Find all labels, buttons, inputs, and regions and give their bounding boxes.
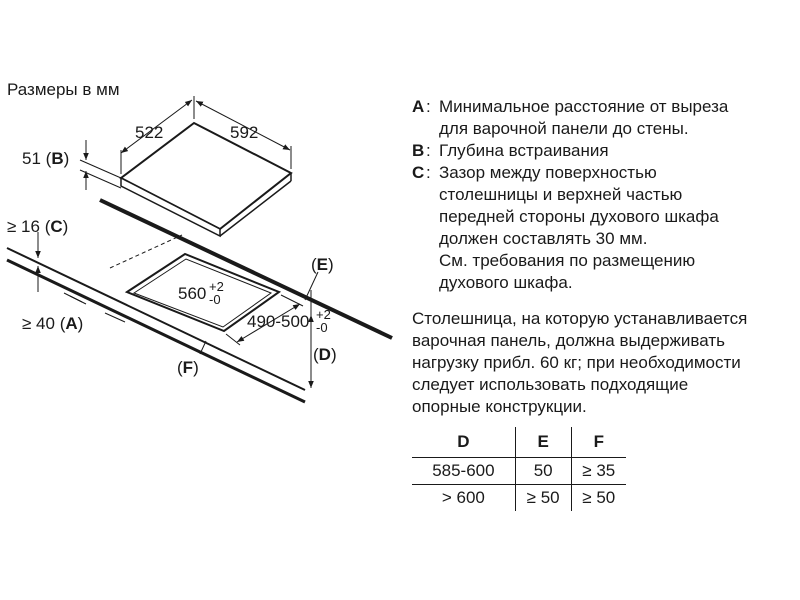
worktop-front: [6, 247, 306, 404]
svg-text:51 (B): 51 (B): [22, 149, 69, 168]
table-row: > 600 ≥ 50 ≥ 50: [412, 484, 626, 511]
table-cell: 585-600: [432, 461, 495, 480]
key-b: B: [51, 149, 63, 168]
table-header-f: F: [570, 427, 626, 458]
dimension-592-label: 592: [230, 123, 258, 142]
dimension-table: D E F 585-600 50 ≥ 35 > 600 ≥ 50 ≥ 50: [412, 427, 626, 511]
legend-item-a: A: Минимальное расстояние от выреза для …: [412, 96, 797, 140]
dimension-522-label: 522: [135, 123, 163, 142]
legend-text-b: Глубина встраивания: [439, 141, 609, 160]
dimension-d: (D): [308, 290, 337, 388]
svg-text:(D): (D): [313, 345, 337, 364]
svg-text:≥ 16 (C): ≥ 16 (C): [7, 217, 68, 236]
legend-key-c: C: [412, 163, 425, 182]
dimension-490-500: 490-500 +2 -0: [225, 294, 331, 346]
cutout-depth-tol-minus: -0: [316, 320, 328, 335]
table-row: 585-600 50 ≥ 35: [412, 457, 626, 485]
table-header-d: D: [457, 432, 470, 451]
table-cell: ≥ 50: [570, 484, 626, 511]
dimension-51-b: 51 (B): [22, 140, 122, 190]
legend-item-c: C: Зазор между поверхностью столешницы и…: [412, 162, 797, 294]
cutout-depth-label: 490-500: [247, 312, 309, 331]
key-a: A: [65, 314, 77, 333]
key-d: D: [319, 345, 331, 364]
units-label: Размеры в мм: [7, 80, 120, 99]
cutout-width-label: 560: [178, 284, 206, 303]
cutout-width-tol-plus: +2: [209, 279, 224, 294]
dimension-16-c: ≥ 16 (C): [7, 217, 68, 292]
key-e: E: [317, 255, 328, 274]
key-f: F: [183, 358, 193, 377]
dimension-522: 522: [120, 96, 195, 174]
dimension-51-label: 51: [22, 149, 41, 168]
table-cell: 50: [514, 457, 572, 485]
cutout-width-tol-minus: -0: [209, 292, 221, 307]
min-wall-label: ≥ 40: [22, 314, 55, 333]
legend-item-b: B: Глубина встраивания: [412, 140, 797, 162]
table-cell: ≥ 35: [570, 457, 626, 485]
legend: A: Минимальное расстояние от выреза для …: [412, 96, 797, 294]
svg-text:(F): (F): [177, 358, 199, 377]
table-cell: ≥ 50: [514, 484, 572, 511]
installation-diagram: Размеры в мм 522 592 51 (B): [6, 80, 393, 404]
load-note: Столешница, на которую устанавливается в…: [412, 309, 748, 416]
key-c: C: [50, 217, 62, 236]
marker-e: (E): [304, 255, 334, 301]
marker-f: (F): [177, 340, 223, 377]
legend-text-c: Зазор между поверхностью столешницы и ве…: [439, 163, 719, 292]
worktop-top-edge: [99, 198, 393, 340]
table-cell: > 600: [441, 488, 485, 507]
legend-key-a: A: [412, 97, 425, 116]
svg-text:≥ 40 (A): ≥ 40 (A): [22, 314, 83, 333]
projection-line: [109, 234, 183, 269]
dimension-592: 592: [195, 100, 292, 169]
table-header-e: E: [514, 427, 572, 458]
legend-key-b: B: [412, 141, 425, 160]
table-header-row: D E F: [412, 427, 626, 458]
min-gap-label: ≥ 16: [7, 217, 40, 236]
svg-text:(E): (E): [311, 255, 334, 274]
legend-text-a: Минимальное расстояние от выреза для вар…: [439, 97, 729, 138]
cutout-depth-tol-plus: +2: [316, 307, 331, 322]
cutout: [124, 252, 282, 333]
dimension-40-a: ≥ 40 (A): [22, 292, 126, 333]
